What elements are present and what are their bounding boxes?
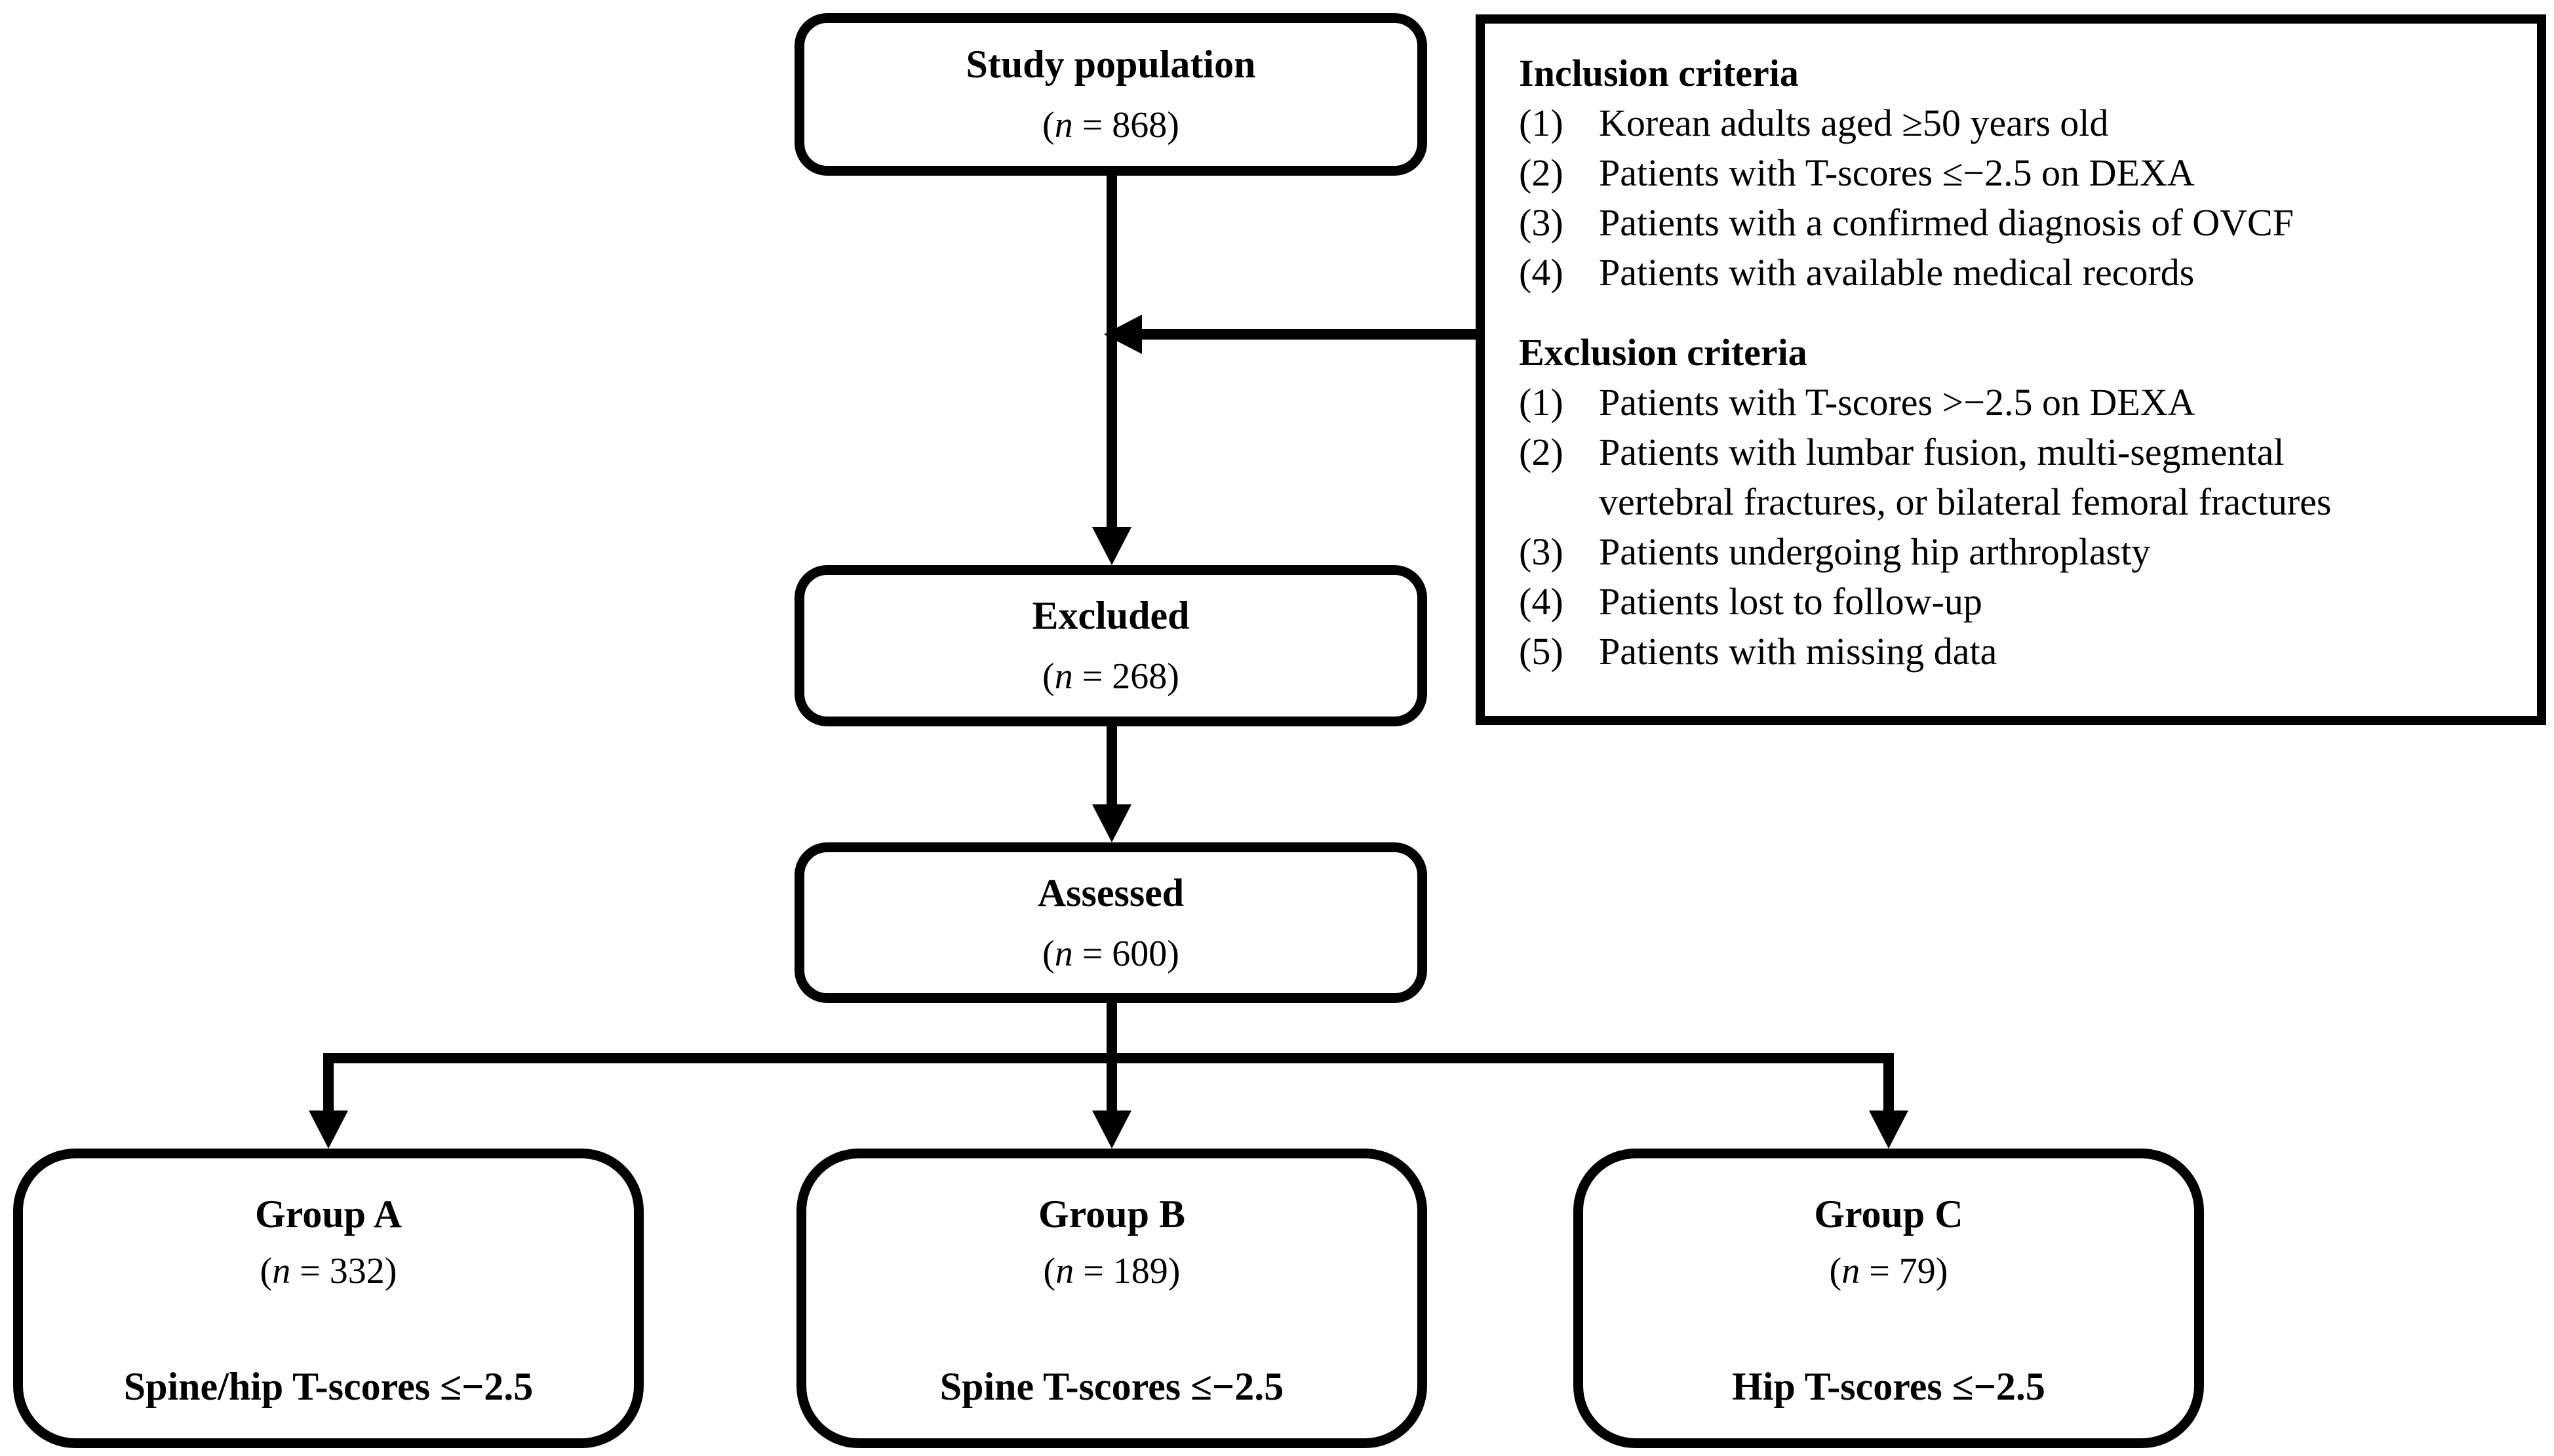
n-symbol: n <box>1054 656 1073 698</box>
n-value: = 268) <box>1072 656 1179 698</box>
n-value: = 332) <box>290 1251 397 1291</box>
n-open: ( <box>1042 933 1055 974</box>
n-symbol: n <box>1841 1251 1860 1291</box>
arrowhead-down-group-c <box>1869 1111 1908 1149</box>
n-value: = 868) <box>1072 105 1179 146</box>
inclusion-item-4: (4) Patients with available medical reco… <box>1519 248 2519 298</box>
item-text: Patients with missing data <box>1599 630 1997 673</box>
group-a-criterion: Spine/hip T-scores ≤−2.5 <box>123 1365 534 1408</box>
exclusion-heading: Exclusion criteria <box>1519 331 1807 374</box>
group-b-count: (n = 189) <box>1044 1251 1181 1292</box>
arrowhead-down-group-b <box>1092 1111 1131 1149</box>
n-value: = 79) <box>1860 1251 1948 1291</box>
n-value: = 600) <box>1072 933 1179 974</box>
n-symbol: n <box>1055 1251 1074 1291</box>
item-number: (2) <box>1519 151 1563 194</box>
item-number: (4) <box>1519 580 1563 623</box>
arrowhead-left-criteria <box>1104 315 1142 354</box>
n-symbol: n <box>272 1251 291 1291</box>
excluded-box: Excluded (n = 268) <box>795 565 1427 726</box>
arrowhead-down-group-a <box>309 1111 348 1149</box>
item-number: (3) <box>1519 530 1563 573</box>
group-c-box: Group C (n = 79) Hip T-scores ≤−2.5 <box>1573 1149 2204 1448</box>
item-text: Patients with T-scores >−2.5 on DEXA <box>1599 381 2195 423</box>
n-open: ( <box>260 1251 273 1291</box>
exclusion-item-3: (3) Patients undergoing hip arthroplasty <box>1519 527 2519 577</box>
group-b-criterion: Spine T-scores ≤−2.5 <box>939 1365 1284 1408</box>
exclusion-item-2: (2) Patients with lumbar fusion, multi-s… <box>1519 427 2519 527</box>
n-open: ( <box>1829 1251 1842 1291</box>
item-text: Patients with available medical records <box>1599 251 2195 294</box>
connector-branch-to-group-c <box>1883 1062 1894 1112</box>
arrowhead-down-assessed <box>1092 804 1131 842</box>
n-open: ( <box>1042 105 1055 146</box>
item-text: Patients lost to follow-up <box>1599 580 1982 623</box>
n-open: ( <box>1042 656 1055 698</box>
group-a-title: Group A <box>255 1192 402 1236</box>
item-number: (2) <box>1519 431 1563 473</box>
n-open: ( <box>1043 1251 1056 1291</box>
inclusion-heading: Inclusion criteria <box>1519 52 1799 94</box>
excluded-title: Excluded <box>1032 594 1190 638</box>
item-text: Patients with T-scores ≤−2.5 on DEXA <box>1599 151 2195 194</box>
n-symbol: n <box>1054 933 1073 974</box>
study-population-title: Study population <box>966 43 1256 87</box>
exclusion-item-5: (5) Patients with missing data <box>1519 627 2519 677</box>
inclusion-item-1: (1) Korean adults aged ≥50 years old <box>1519 98 2519 148</box>
connector-excluded-to-assessed <box>1107 725 1117 805</box>
item-number: (5) <box>1519 630 1563 673</box>
excluded-count: (n = 268) <box>1042 656 1179 698</box>
assessed-count: (n = 600) <box>1042 934 1179 975</box>
item-text: Patients undergoing hip arthroplasty <box>1599 530 2151 573</box>
item-text: Patients with a confirmed diagnosis of O… <box>1599 201 2294 244</box>
criteria-panel: Inclusion criteria (1) Korean adults age… <box>1476 14 2546 725</box>
exclusion-item-1: (1) Patients with T-scores >−2.5 on DEXA <box>1519 378 2519 427</box>
item-text: Korean adults aged ≥50 years old <box>1599 102 2109 144</box>
inclusion-item-2: (2) Patients with T-scores ≤−2.5 on DEXA <box>1519 148 2519 198</box>
item-text: Patients with lumbar fusion, multi-segme… <box>1599 431 2332 523</box>
group-a-count: (n = 332) <box>260 1251 397 1292</box>
connector-branch-to-group-a <box>323 1062 334 1112</box>
study-population-box: Study population (n = 868) <box>795 13 1427 176</box>
group-a-box: Group A (n = 332) Spine/hip T-scores ≤−2… <box>13 1149 644 1448</box>
inclusion-item-3: (3) Patients with a confirmed diagnosis … <box>1519 198 2519 248</box>
assessed-box: Assessed (n = 600) <box>795 842 1427 1003</box>
arrowhead-down-excluded <box>1092 527 1131 565</box>
n-symbol: n <box>1054 105 1073 146</box>
group-b-box: Group B (n = 189) Spine T-scores ≤−2.5 <box>796 1149 1427 1448</box>
exclusion-item-4: (4) Patients lost to follow-up <box>1519 577 2519 627</box>
assessed-title: Assessed <box>1037 871 1185 915</box>
group-c-criterion: Hip T-scores ≤−2.5 <box>1732 1365 2045 1408</box>
group-b-title: Group B <box>1038 1192 1185 1236</box>
item-number: (1) <box>1519 381 1563 423</box>
connector-criteria-to-flow <box>1139 329 1476 340</box>
n-value: = 189) <box>1074 1251 1181 1291</box>
branch-line <box>323 1053 1894 1063</box>
item-number: (4) <box>1519 251 1563 294</box>
item-number: (1) <box>1519 102 1563 144</box>
study-population-count: (n = 868) <box>1042 105 1179 146</box>
group-c-count: (n = 79) <box>1830 1251 1948 1292</box>
item-number: (3) <box>1519 201 1563 244</box>
group-c-title: Group C <box>1814 1192 1963 1236</box>
